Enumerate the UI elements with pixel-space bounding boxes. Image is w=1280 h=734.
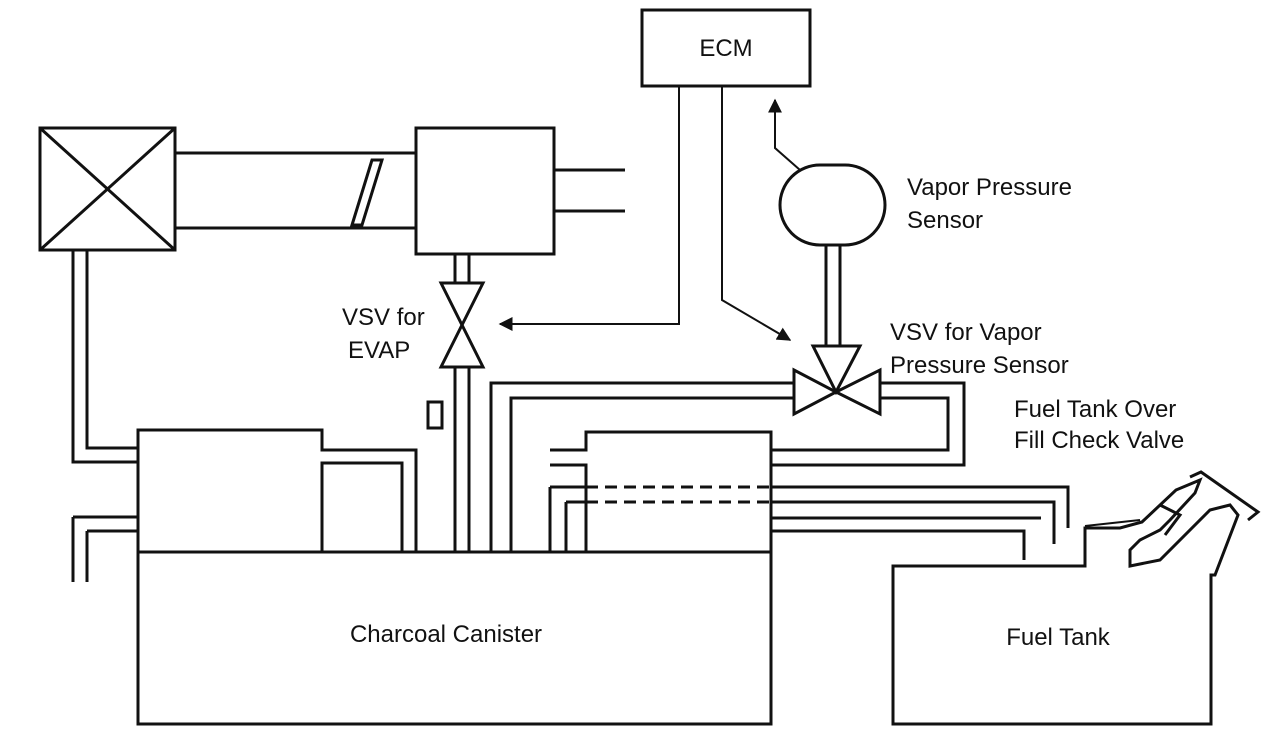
ecm-label: ECM [699,35,752,62]
vsv-vapor-label-1: VSV for Vapor [890,319,1042,346]
service-port [426,400,444,430]
charcoal-canister-label: Charcoal Canister [350,621,542,648]
ecm-box: ECM [640,8,812,88]
fuel-tank: Fuel Tank [891,477,1240,726]
fuel-tank-label: Fuel Tank [1006,624,1111,651]
intake-duct [175,151,416,230]
ecm-to-vsv-evap-signal [498,86,680,331]
vsv-vapor-pressure-valve: VSV for Vapor Pressure Sensor [792,319,1069,417]
vsv-evap-valve: VSV for EVAP [342,254,486,369]
sensor-to-ecm-signal [768,98,801,171]
fill-check-label-2: Fill Check Valve [1014,427,1184,454]
vsv-vapor-label-2: Pressure Sensor [890,352,1069,379]
intake-manifold [414,126,625,256]
vapor-sensor-label-1: Vapor Pressure [907,174,1072,201]
air-cleaner [38,126,177,252]
fill-check-valve [1159,503,1183,536]
vsv-evap-label-2: EVAP [348,337,410,364]
throttle-valve [349,158,385,227]
fill-check-leader [1084,519,1141,527]
vsv-evap-label-1: VSV for [342,304,425,331]
charcoal-canister: Charcoal Canister [136,550,773,726]
filler-cap [1189,470,1261,522]
fill-check-label-1: Fuel Tank Over [1014,396,1176,423]
ecm-to-vsv-vapor-signal [721,86,792,341]
vapor-pressure-sensor: Vapor Pressure Sensor [778,163,1072,345]
vapor-sensor-label-2: Sensor [907,207,983,234]
